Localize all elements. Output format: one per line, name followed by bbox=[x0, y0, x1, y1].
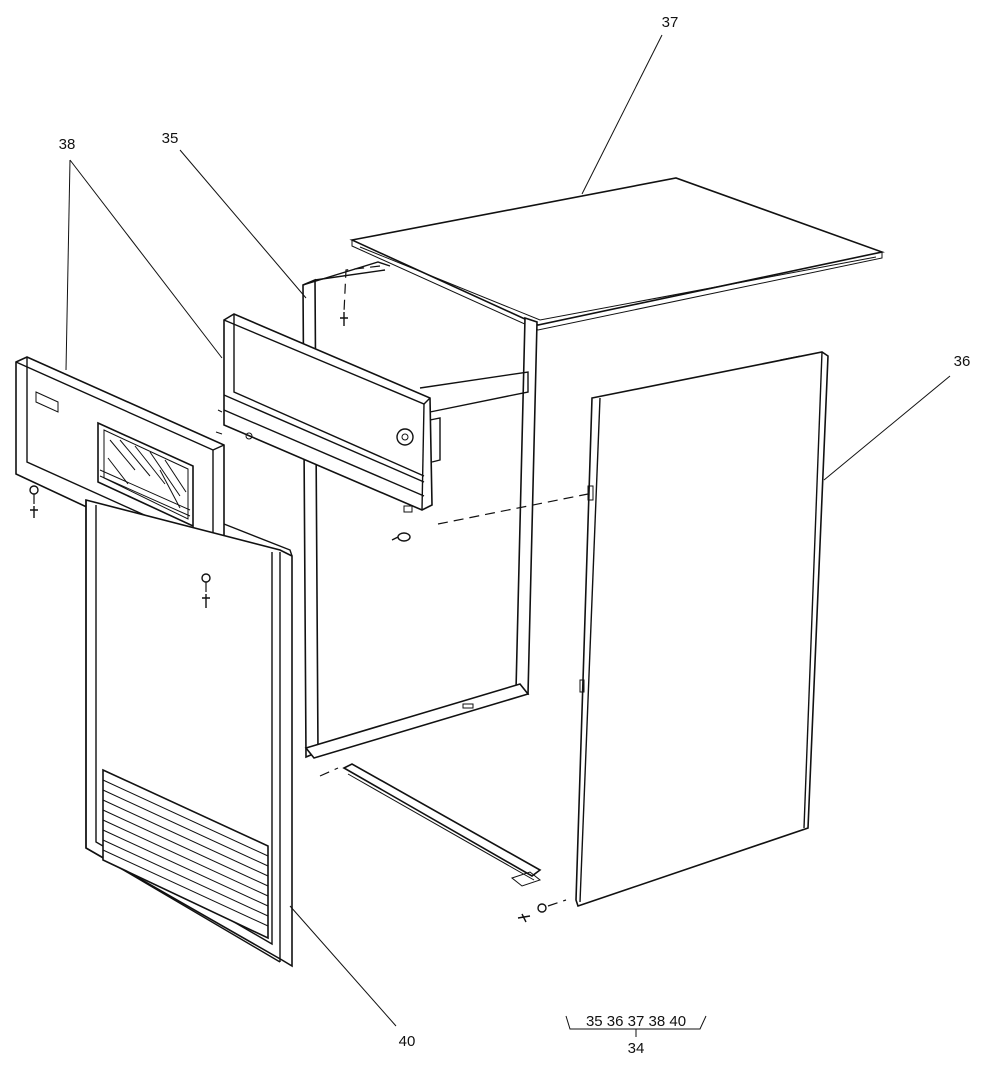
front-rail-bracket bbox=[215, 313, 441, 513]
assembly-group-bracket: 35 36 37 38 40 34 bbox=[565, 1013, 707, 1057]
callout-40: 40 bbox=[399, 1033, 416, 1050]
leader-lines bbox=[65, 34, 951, 1027]
side-panel-part bbox=[575, 351, 829, 908]
base-rail-part bbox=[319, 763, 542, 887]
callout-36: 36 bbox=[954, 353, 971, 370]
callout-35: 35 bbox=[162, 130, 179, 147]
front-door-part bbox=[85, 498, 293, 968]
callout-37: 37 bbox=[662, 14, 679, 31]
top-cover-part bbox=[349, 177, 885, 331]
callout-38: 38 bbox=[59, 136, 76, 153]
assembly-part-list: 35 36 37 38 40 bbox=[586, 1013, 686, 1030]
fasteners bbox=[29, 265, 589, 923]
assembly-number: 34 bbox=[628, 1040, 645, 1057]
